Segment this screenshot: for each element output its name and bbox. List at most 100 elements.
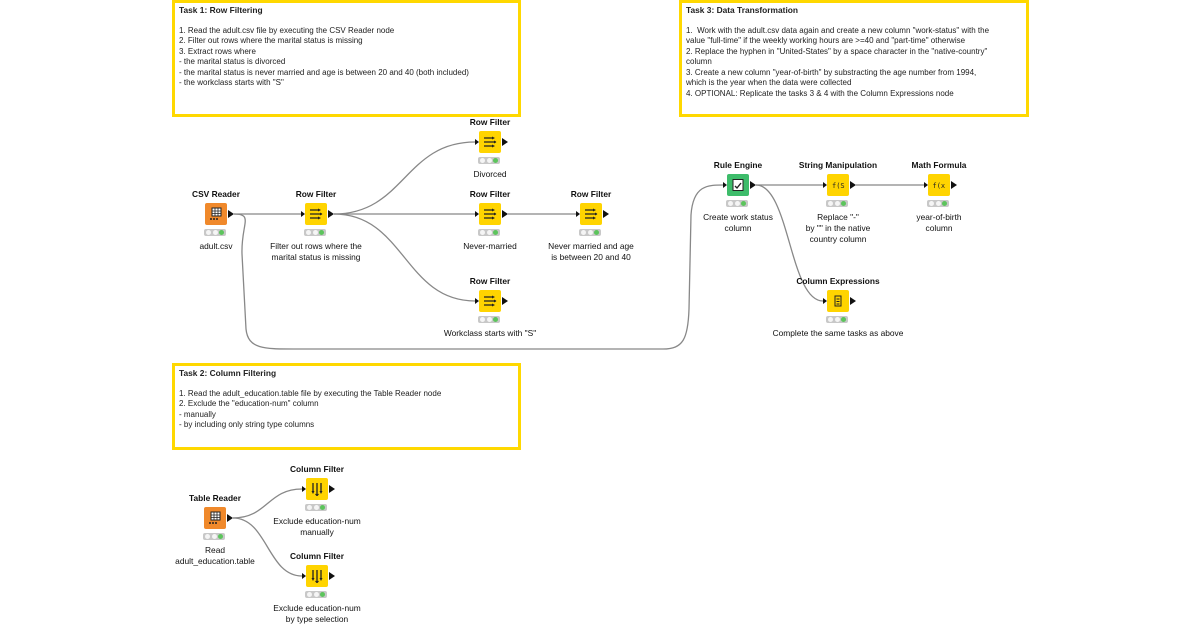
node-status-traffic-light bbox=[478, 316, 500, 323]
input-port[interactable] bbox=[576, 211, 580, 217]
node-status-traffic-light bbox=[203, 533, 225, 540]
node-title: Row Filter bbox=[469, 117, 511, 127]
status-light-yellow bbox=[834, 201, 840, 206]
node-title: Column Expressions bbox=[796, 276, 880, 286]
annotation-body: 1. Work with the adult.csv data again an… bbox=[686, 26, 1022, 100]
node-label: Divorced bbox=[473, 169, 507, 179]
output-port[interactable] bbox=[850, 297, 856, 305]
status-light-yellow bbox=[312, 230, 318, 235]
annotation-line: - the workclass starts with "S" bbox=[179, 78, 284, 87]
node-icon-box[interactable] bbox=[204, 507, 226, 529]
string-manipulation-icon: f(S) bbox=[831, 178, 845, 192]
node-label: Filter out rows where the marital status… bbox=[270, 241, 362, 262]
node-label: Read adult_education.table bbox=[175, 545, 255, 566]
row-filter-icon bbox=[483, 207, 497, 221]
status-light-red bbox=[206, 230, 212, 235]
node-label: Never married and age is between 20 and … bbox=[548, 241, 634, 262]
node-icon-box[interactable] bbox=[305, 203, 327, 225]
annotation-task-1[interactable]: Task 1: Row Filtering 1. Read the adult.… bbox=[172, 0, 521, 117]
node-title: Row Filter bbox=[295, 189, 337, 199]
input-port[interactable] bbox=[302, 573, 306, 579]
output-port[interactable] bbox=[502, 210, 508, 218]
node-icon-box[interactable] bbox=[205, 203, 227, 225]
node-icon-box[interactable] bbox=[479, 131, 501, 153]
status-light-green bbox=[218, 230, 224, 235]
output-port[interactable] bbox=[502, 297, 508, 305]
row-filter-icon bbox=[483, 294, 497, 308]
input-port[interactable] bbox=[301, 211, 305, 217]
node-title: String Manipulation bbox=[798, 160, 878, 170]
node-title: Row Filter bbox=[570, 189, 612, 199]
node-icon-box[interactable] bbox=[306, 565, 328, 587]
rule-engine-icon bbox=[731, 178, 745, 192]
node-icon-box[interactable] bbox=[306, 478, 328, 500]
node-icon-box[interactable] bbox=[580, 203, 602, 225]
annotation-title: Task 2: Column Filtering bbox=[179, 368, 277, 378]
node-icon-box[interactable] bbox=[479, 203, 501, 225]
annotation-title: Task 1: Row Filtering bbox=[179, 5, 263, 15]
status-light-green bbox=[740, 201, 746, 206]
output-port[interactable] bbox=[603, 210, 609, 218]
output-port[interactable] bbox=[329, 572, 335, 580]
status-light-red bbox=[306, 230, 312, 235]
node-status-traffic-light bbox=[726, 200, 748, 207]
input-port[interactable] bbox=[823, 298, 827, 304]
node-status-traffic-light bbox=[304, 229, 326, 236]
node-icon-box[interactable] bbox=[727, 174, 749, 196]
output-port[interactable] bbox=[951, 181, 957, 189]
annotation-title: Task 3: Data Transformation bbox=[686, 5, 799, 15]
table-reader-icon bbox=[209, 207, 223, 221]
annotation-line: 1. Read the adult_education.table file b… bbox=[179, 388, 442, 398]
math-formula-icon: f(x) bbox=[932, 178, 947, 192]
input-port[interactable] bbox=[302, 486, 306, 492]
table-reader-icon bbox=[208, 511, 222, 525]
input-port[interactable] bbox=[475, 139, 479, 145]
node-icon-box[interactable]: f(x) bbox=[928, 174, 950, 196]
input-port[interactable] bbox=[924, 182, 928, 188]
node-title: Row Filter bbox=[469, 189, 511, 199]
status-light-green bbox=[840, 201, 846, 206]
node-icon-box[interactable]: f(S) bbox=[827, 174, 849, 196]
node-label: Exclude education-num by type selection bbox=[273, 603, 361, 624]
status-light-green bbox=[492, 317, 498, 322]
status-light-red bbox=[480, 230, 486, 235]
node-title: Rule Engine bbox=[713, 160, 763, 170]
node-status-traffic-light bbox=[204, 229, 226, 236]
input-port[interactable] bbox=[475, 298, 479, 304]
status-light-red bbox=[480, 317, 486, 322]
annotation-line: 4. OPTIONAL: Replicate the tasks 3 & 4 w… bbox=[686, 88, 954, 98]
node-status-traffic-light bbox=[927, 200, 949, 207]
output-port[interactable] bbox=[228, 210, 234, 218]
column-expressions-icon bbox=[831, 294, 845, 308]
annotation-body: 1. Read the adult.csv file by executing … bbox=[179, 26, 514, 89]
input-port[interactable] bbox=[823, 182, 827, 188]
input-port[interactable] bbox=[475, 211, 479, 217]
status-light-red bbox=[828, 201, 834, 206]
node-status-traffic-light bbox=[305, 591, 327, 598]
status-light-green bbox=[593, 230, 599, 235]
output-port[interactable] bbox=[850, 181, 856, 189]
annotation-line: which is the year when the data were col… bbox=[686, 78, 852, 87]
annotation-task-2[interactable]: Task 2: Column Filtering 1. Read the adu… bbox=[172, 363, 521, 450]
output-port[interactable] bbox=[227, 514, 233, 522]
output-port[interactable] bbox=[502, 138, 508, 146]
node-title: Row Filter bbox=[469, 276, 511, 286]
node-icon-box[interactable] bbox=[479, 290, 501, 312]
node-label: Replace "-" by "" in the native country … bbox=[805, 212, 871, 244]
status-light-red bbox=[307, 592, 313, 597]
annotation-line: - manually bbox=[179, 409, 216, 419]
node-label: Create work status column bbox=[703, 212, 773, 233]
row-filter-icon bbox=[309, 207, 323, 221]
annotation-line: - the marital status is divorced bbox=[179, 57, 286, 66]
output-port[interactable] bbox=[329, 485, 335, 493]
input-port[interactable] bbox=[723, 182, 727, 188]
node-title: Column Filter bbox=[290, 551, 344, 561]
status-light-green bbox=[840, 317, 846, 322]
output-port[interactable] bbox=[328, 210, 334, 218]
annotation-task-3[interactable]: Task 3: Data Transformation 1. Work with… bbox=[679, 0, 1029, 117]
output-port[interactable] bbox=[750, 181, 756, 189]
status-light-green bbox=[319, 592, 325, 597]
node-icon-box[interactable] bbox=[827, 290, 849, 312]
status-light-red bbox=[205, 534, 211, 539]
